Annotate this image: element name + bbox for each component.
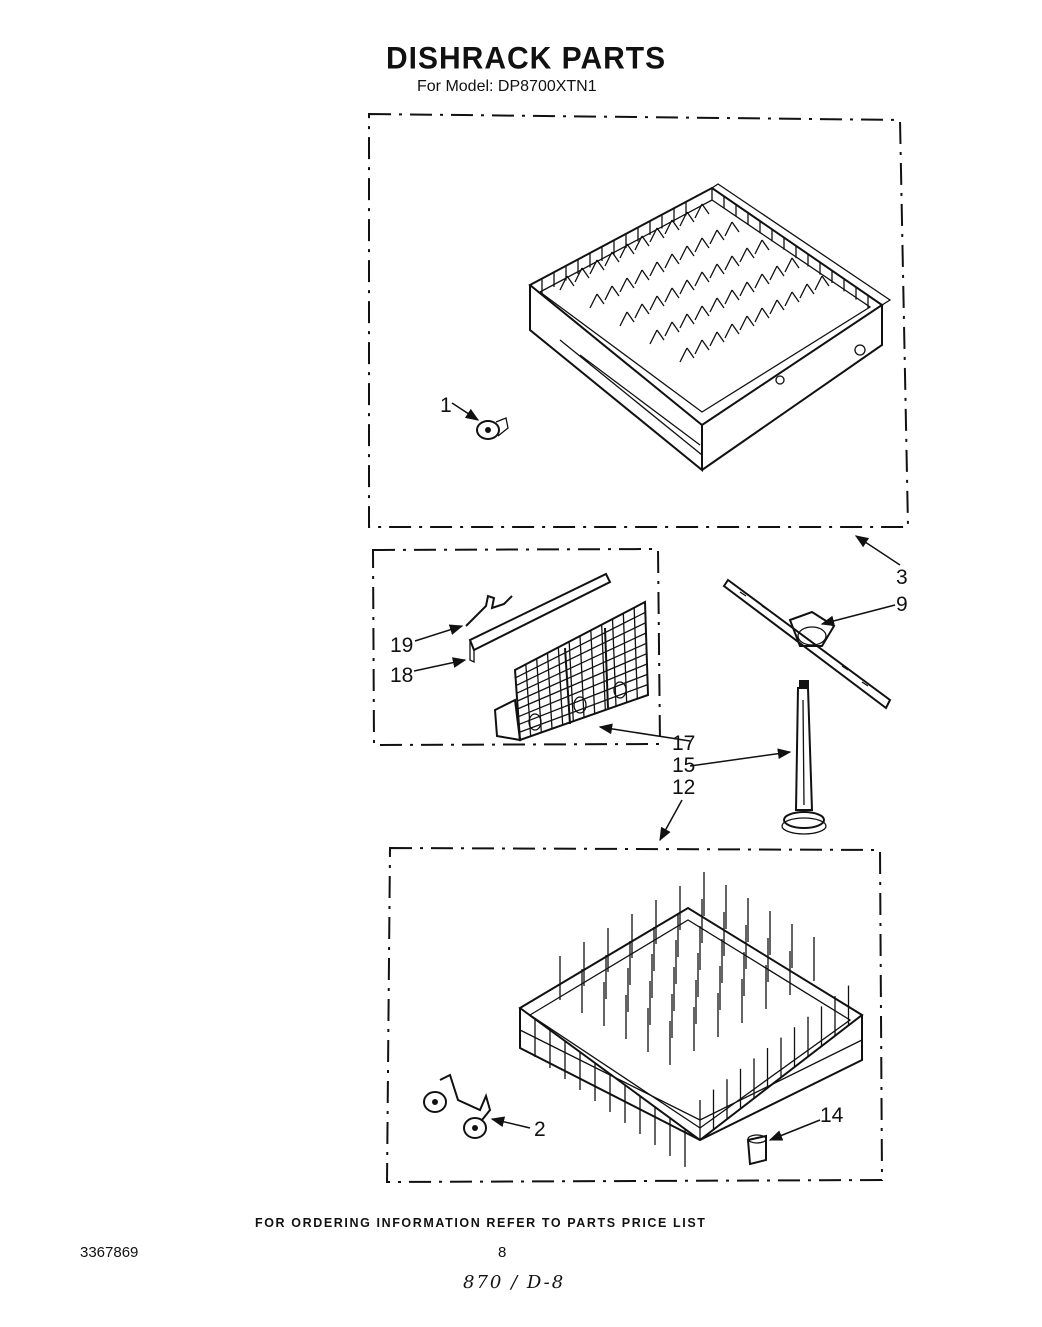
spray-tube-icon[interactable] xyxy=(781,680,827,835)
spray-arm-icon[interactable] xyxy=(722,578,892,710)
page-number: 8 xyxy=(498,1244,507,1261)
ordering-info: FOR ORDERING INFORMATION REFER TO PARTS … xyxy=(255,1216,707,1230)
callout-17: 17 xyxy=(672,732,695,755)
callout-19: 19 xyxy=(390,634,413,657)
basket-handle-bar-icon[interactable] xyxy=(468,572,612,664)
callout-9: 9 xyxy=(896,593,908,616)
lower-rack-icon[interactable] xyxy=(518,872,864,1167)
silverware-basket-group: 19 18 xyxy=(371,547,691,747)
lower-rack-group: 2 14 xyxy=(385,846,884,1184)
callout-2: 2 xyxy=(534,1118,546,1141)
upper-rack-frame xyxy=(368,112,910,528)
model-subtitle: For Model: DP8700XTN1 xyxy=(417,78,597,95)
document-number: 3367869 xyxy=(80,1244,139,1261)
lower-wheel-assembly-icon[interactable] xyxy=(423,1073,492,1139)
rack-wheel-icon[interactable] xyxy=(476,417,509,440)
callout-1: 1 xyxy=(440,394,452,417)
spray-arm-group: 9 xyxy=(689,578,908,835)
silverware-basket-icon[interactable] xyxy=(493,600,650,742)
page-title: DISHRACK PARTS xyxy=(386,41,667,76)
basket-clip-icon[interactable] xyxy=(465,594,513,627)
callout-14: 14 xyxy=(820,1104,844,1127)
callout-12: 12 xyxy=(672,776,695,799)
upper-rack-icon[interactable] xyxy=(528,183,892,473)
handwritten-note: 870 / D-8 xyxy=(463,1272,566,1293)
rack-stop-icon[interactable] xyxy=(746,1134,767,1166)
callout-18: 18 xyxy=(390,664,413,687)
upper-rack-group: 1 xyxy=(368,112,910,528)
callout-15: 15 xyxy=(672,754,695,777)
callout-3: 3 xyxy=(896,566,908,589)
silverware-basket-frame xyxy=(371,547,662,747)
lower-rack-frame xyxy=(385,846,884,1184)
